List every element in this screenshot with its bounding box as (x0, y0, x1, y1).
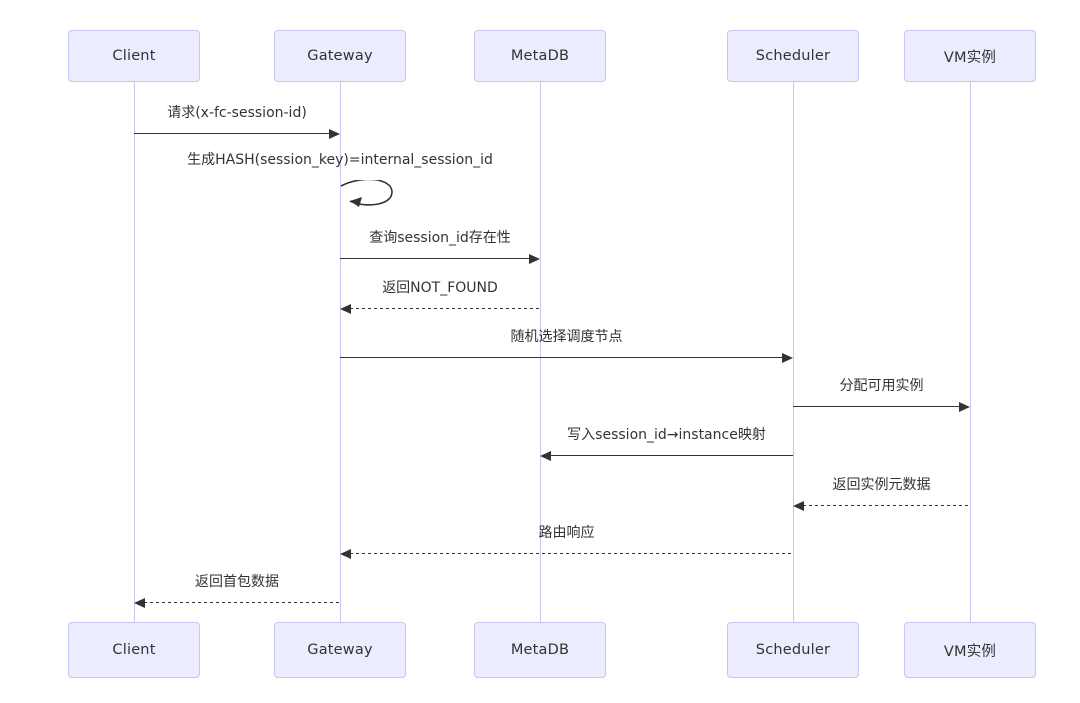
actor-label: VM实例 (943, 49, 997, 66)
lifeline-Scheduler (793, 82, 794, 622)
arrowhead-icon (782, 352, 793, 363)
message-line (350, 308, 540, 310)
lifeline-Gateway (340, 82, 341, 622)
arrowhead-icon (340, 303, 351, 314)
self-loop-arrow (340, 178, 404, 218)
message-label: 查询session_id存在性 (369, 230, 511, 246)
lifeline-Client (134, 82, 135, 622)
actor-label: Scheduler (755, 642, 831, 658)
actor-label: MetaDB (510, 48, 570, 64)
actor-top-Client: Client (68, 30, 200, 82)
message-line (803, 505, 970, 507)
arrowhead-icon (329, 128, 340, 139)
actor-top-MetaDB: MetaDB (474, 30, 606, 82)
actor-bottom-Gateway: Gateway (274, 622, 406, 678)
arrowhead-icon (529, 253, 540, 264)
actor-label: Client (112, 48, 156, 64)
lifeline-VM实例 (970, 82, 971, 622)
message-line (340, 258, 530, 259)
message-label: 写入session_id→instance映射 (567, 427, 766, 443)
message-line (134, 133, 330, 134)
actor-bottom-Scheduler: Scheduler (727, 622, 859, 678)
message-line (793, 406, 960, 407)
message-label: 随机选择调度节点 (510, 329, 623, 345)
actor-top-Gateway: Gateway (274, 30, 406, 82)
actor-bottom-Client: Client (68, 622, 200, 678)
message-label: 请求(x-fc-session-id) (167, 105, 307, 121)
message-line (350, 553, 793, 555)
actor-top-VM实例: VM实例 (904, 30, 1036, 82)
message-line (144, 602, 340, 604)
message-label: 返回首包数据 (195, 574, 279, 590)
message-label: 返回实例元数据 (832, 477, 931, 493)
self-loop-curve (340, 178, 393, 207)
lifeline-MetaDB (540, 82, 541, 622)
arrowhead-icon (134, 597, 145, 608)
actor-label: Client (112, 642, 156, 658)
message-line (550, 455, 793, 456)
actor-label: VM实例 (943, 643, 997, 660)
arrowhead-icon (340, 548, 351, 559)
actor-label: Gateway (307, 48, 373, 64)
actor-label: Gateway (307, 642, 373, 658)
message-label: 分配可用实例 (839, 378, 924, 394)
message-line (340, 357, 783, 358)
actor-label: MetaDB (510, 642, 570, 658)
message-label: 生成HASH(session_key)=internal_session_id (187, 152, 493, 168)
message-label: 返回NOT_FOUND (382, 280, 498, 296)
arrowhead-icon (959, 401, 970, 412)
message-label: 路由响应 (538, 525, 595, 541)
arrowhead-icon (793, 500, 804, 511)
actor-bottom-MetaDB: MetaDB (474, 622, 606, 678)
arrowhead-icon (540, 450, 551, 461)
actor-label: Scheduler (755, 48, 831, 64)
actor-top-Scheduler: Scheduler (727, 30, 859, 82)
actor-bottom-VM实例: VM实例 (904, 622, 1036, 678)
